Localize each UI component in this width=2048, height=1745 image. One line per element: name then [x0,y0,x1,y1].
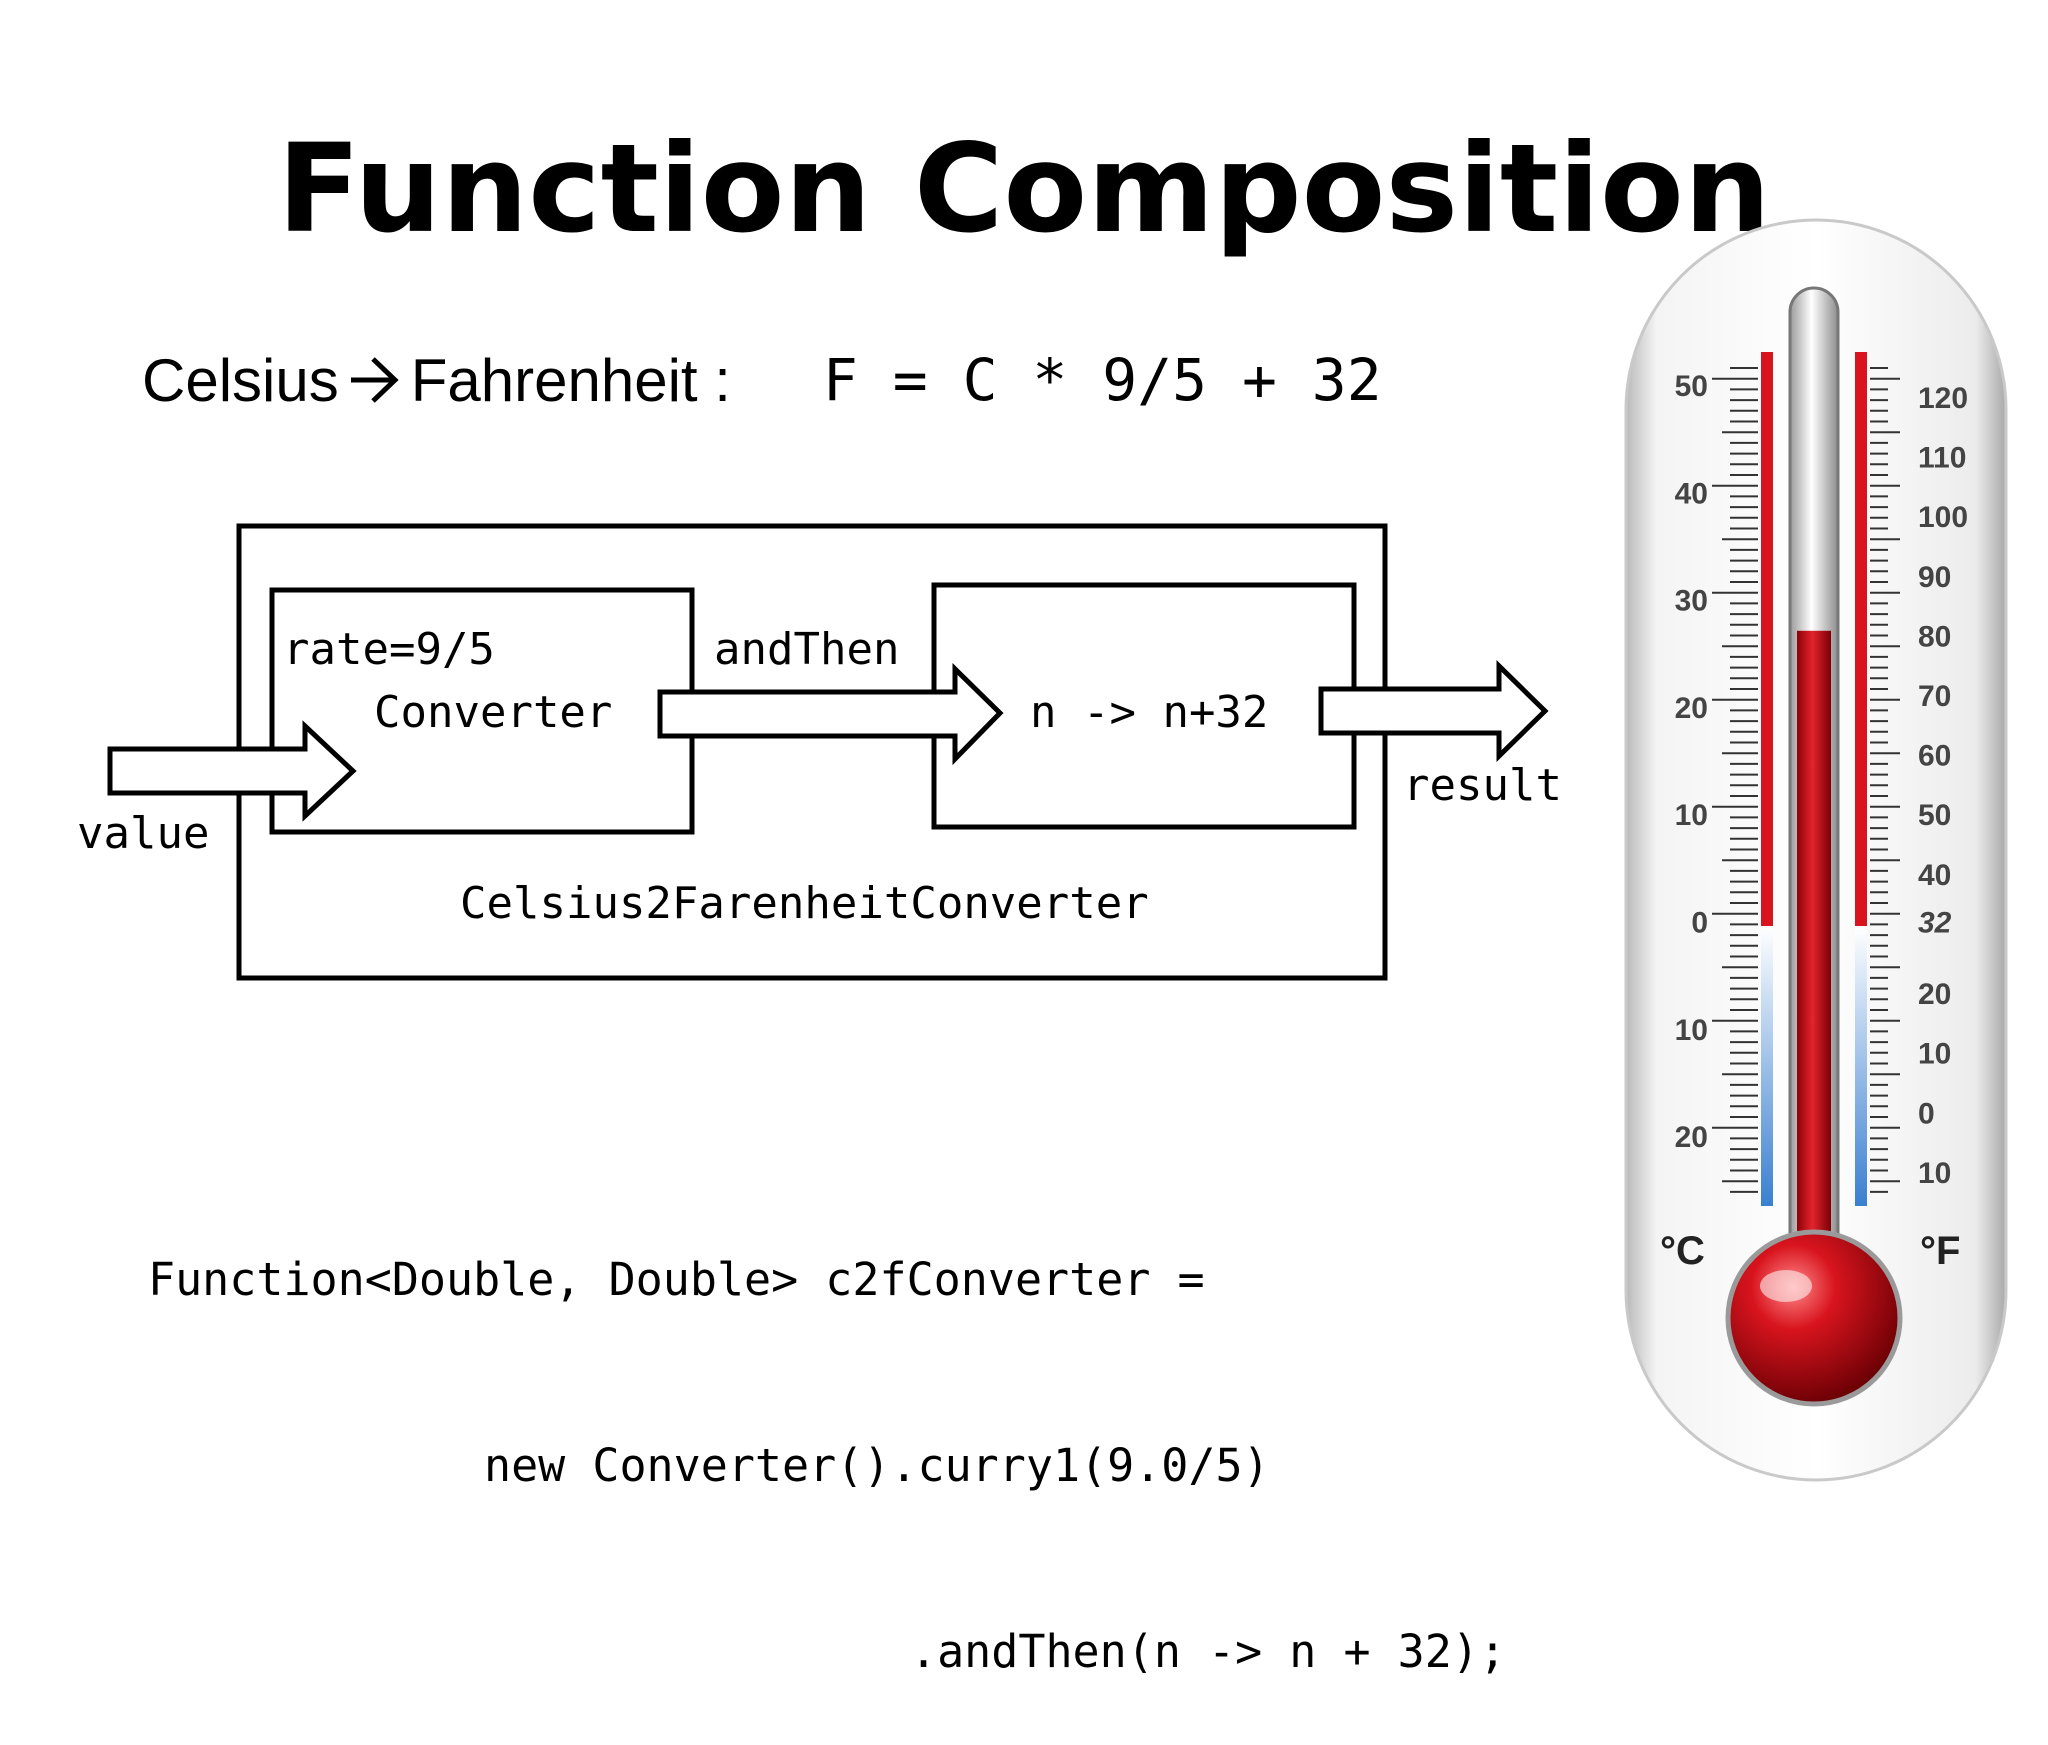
celsius-tick-label: 30 [1675,585,1708,618]
fahrenheit-tick-label: 50 [1918,799,1951,832]
fahrenheit-tick-label: 10 [1918,1157,1951,1190]
celsius-tick-label: 10 [1675,799,1708,832]
fahrenheit-cold-scale [1855,926,1867,1206]
fahrenheit-tick-label: 0 [1918,1097,1935,1130]
subtitle-celsius: Celsius [142,346,339,414]
fahrenheit-tick-label: 32 [1918,907,1952,940]
celsius-tick-label: 50 [1675,370,1708,403]
fahrenheit-tick-label: 70 [1918,680,1951,713]
compose-arrow [657,663,1004,766]
composition-diagram: rate=9/5 Converter andThen n -> n+32 Cel… [77,218,2008,1482]
conversion-formula: F = C * 9/5 + 32 [822,346,1382,414]
subtitle-fahrenheit: Fahrenheit : [410,346,731,414]
celsius-hot-scale [1761,352,1773,926]
fahrenheit-tick-label: 120 [1918,382,1968,415]
input-arrow [107,720,357,822]
celsius-ticks [1712,367,1758,1193]
thermometer-bulb [1725,1229,1903,1407]
converter-label: Converter [374,687,612,738]
mercury-column [1797,630,1831,1300]
fahrenheit-tick-label: 60 [1918,740,1951,773]
converter-param-label: rate=9/5 [283,624,495,675]
fahrenheit-tick-label: 90 [1918,561,1951,594]
output-arrow [1318,660,1549,762]
fahrenheit-tick-label: 10 [1918,1038,1951,1071]
code-snippet: Function<Double, Double> c2fConverter = … [148,1125,1506,1745]
arrow-right-icon [349,319,401,441]
celsius-tick-labels: 50 40 30 20 10 0 10 20 [1675,370,1708,1154]
celsius-tick-label: 40 [1675,477,1708,510]
outer-converter-label: Celsius2FarenheitConverter [460,878,1149,929]
celsius-tick-label: 10 [1675,1014,1708,1047]
output-result-label: result [1403,760,1562,811]
fahrenheit-tick-label: 40 [1918,859,1951,892]
slide-title: Function Composition [277,118,1771,260]
input-value-label: value [77,808,209,859]
code-line-3: .andThen(n -> n + 32); [910,1625,1507,1678]
code-line-2: new Converter().curry1(9.0/5) [484,1439,1270,1492]
subtitle-line: Celsius Fahrenheit : F = C * 9/5 + 32 [142,340,1382,420]
fahrenheit-ticks [1870,367,1900,1193]
fahrenheit-unit-label: °F [1920,1229,1960,1273]
bulb-highlight [1760,1270,1812,1302]
fahrenheit-hot-scale [1855,352,1867,926]
celsius-cold-scale [1761,926,1773,1206]
celsius-unit-label: °C [1660,1229,1705,1273]
fahrenheit-tick-label: 80 [1918,620,1951,653]
celsius-tick-label: 0 [1691,907,1708,940]
fahrenheit-tick-label: 100 [1918,501,1968,534]
and-then-label: andThen [714,624,899,675]
code-line-1: Function<Double, Double> c2fConverter = [148,1253,1205,1306]
lambda-label: n -> n+32 [1030,687,1268,738]
fahrenheit-tick-label: 20 [1918,978,1951,1011]
celsius-tick-label: 20 [1675,692,1708,725]
celsius-tick-label: 20 [1675,1121,1708,1154]
fahrenheit-tick-label: 110 [1918,442,1966,475]
